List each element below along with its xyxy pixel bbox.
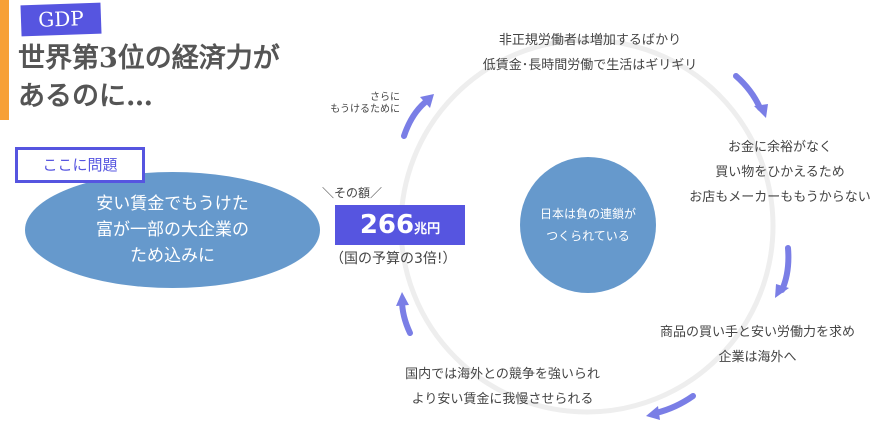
problem-label: ここに問題 [15,147,145,183]
amount-note: （国の予算の3倍!） [330,251,457,267]
amount-value: 266 [359,210,415,240]
arrow-icon-top-right [733,73,763,111]
problem-ellipse: 安い賃金でもうけた 富が一部の大企業の ため込みに [25,172,320,288]
cycle-step-3: 商品の買い手と安い労働力を求め 企業は海外へ [659,325,855,365]
arrow-icon-bottom [653,393,696,416]
arrow-icon-top-left [401,97,431,139]
cycle-step-4: 国内では海外との競争を強いられ より安い賃金に我慢させられる [405,367,600,407]
amount-box: 266兆円 [335,205,465,245]
side-note: さらに もうけるために [330,92,400,115]
cycle-step-1: 非正規労働者は増加するばかり 低賃金･長時間労働で生活はギリギリ [482,33,698,73]
amount-label: ＼その額／ [322,186,383,200]
cycle-step-2: お金に余裕がなく 買い物をひかえるため お店もメーカーももうからない [689,140,871,205]
page-title: 世界第3位の経済力が あるのに… [18,43,280,112]
arrow-icon-right [779,245,792,293]
accent-bar [0,0,9,120]
center-circle: 日本は負の連鎖が つくられている [520,157,656,293]
amount-unit: 兆円 [414,222,441,237]
